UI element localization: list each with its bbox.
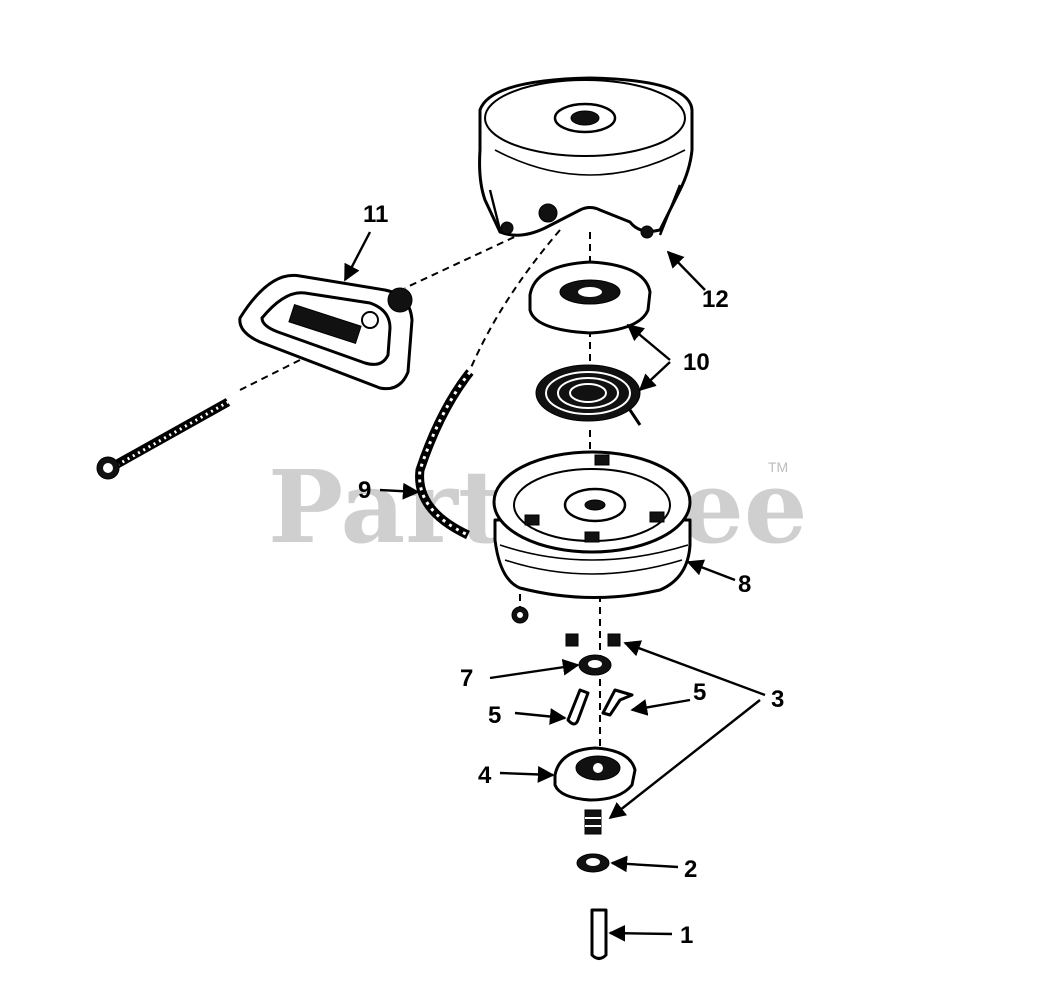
pawl-right[interactable] <box>601 688 634 717</box>
callout-8: 8 <box>738 571 751 598</box>
callout-arrows <box>343 231 766 942</box>
washer-7[interactable] <box>578 654 612 676</box>
spring-3[interactable] <box>584 809 602 835</box>
callout-7: 7 <box>460 665 473 692</box>
callout-5-left: 5 <box>488 702 501 729</box>
small-springs-top[interactable] <box>565 633 621 647</box>
handle-screw[interactable] <box>96 398 231 480</box>
washer-2[interactable] <box>576 853 610 873</box>
callout-10: 10 <box>683 349 710 376</box>
callout-1: 1 <box>680 922 693 949</box>
starter-handle[interactable] <box>238 273 414 391</box>
callout-12: 12 <box>702 286 729 313</box>
spring-cup[interactable] <box>528 260 652 335</box>
watermark-trademark: TM <box>768 459 788 475</box>
retainer-clip[interactable] <box>511 606 529 624</box>
recoil-spring[interactable] <box>535 364 642 426</box>
pin-1[interactable] <box>590 908 608 960</box>
starter-rope[interactable] <box>415 369 474 540</box>
pulley[interactable] <box>492 450 692 599</box>
callout-9: 9 <box>358 477 371 504</box>
callout-5-right: 5 <box>693 679 706 706</box>
starter-housing[interactable] <box>478 76 694 239</box>
pawl-left[interactable] <box>566 688 590 726</box>
callout-2: 2 <box>684 856 697 883</box>
retainer-4[interactable] <box>553 746 637 802</box>
callout-11: 11 <box>363 201 388 228</box>
callout-3: 3 <box>771 686 784 713</box>
callout-4: 4 <box>478 762 492 789</box>
